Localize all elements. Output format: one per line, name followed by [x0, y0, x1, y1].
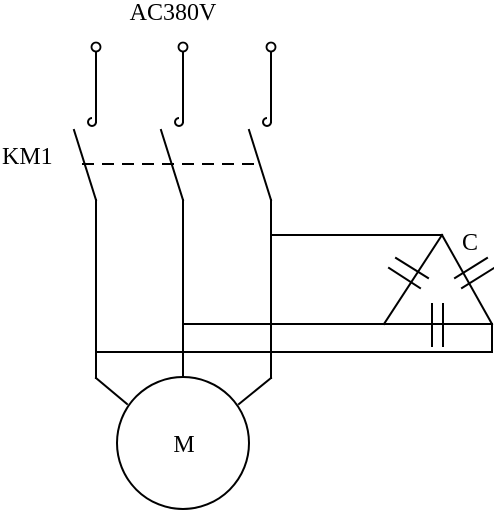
supply-voltage-label: AC380V — [130, 0, 217, 26]
supply-terminal-l3 — [265, 41, 277, 53]
motor-symbol — [116, 376, 250, 510]
supply-terminal-l2 — [177, 41, 189, 53]
supply-terminal-l1 — [90, 41, 102, 53]
motor-feed-lines — [95, 199, 272, 379]
contact-hooks — [87, 117, 272, 127]
contactor-label: KM1 — [2, 144, 53, 170]
supply-lines — [95, 51, 272, 123]
capacitor-label: C — [462, 230, 478, 256]
motor-label: M — [173, 432, 194, 458]
capacitor-bank — [382, 233, 494, 347]
